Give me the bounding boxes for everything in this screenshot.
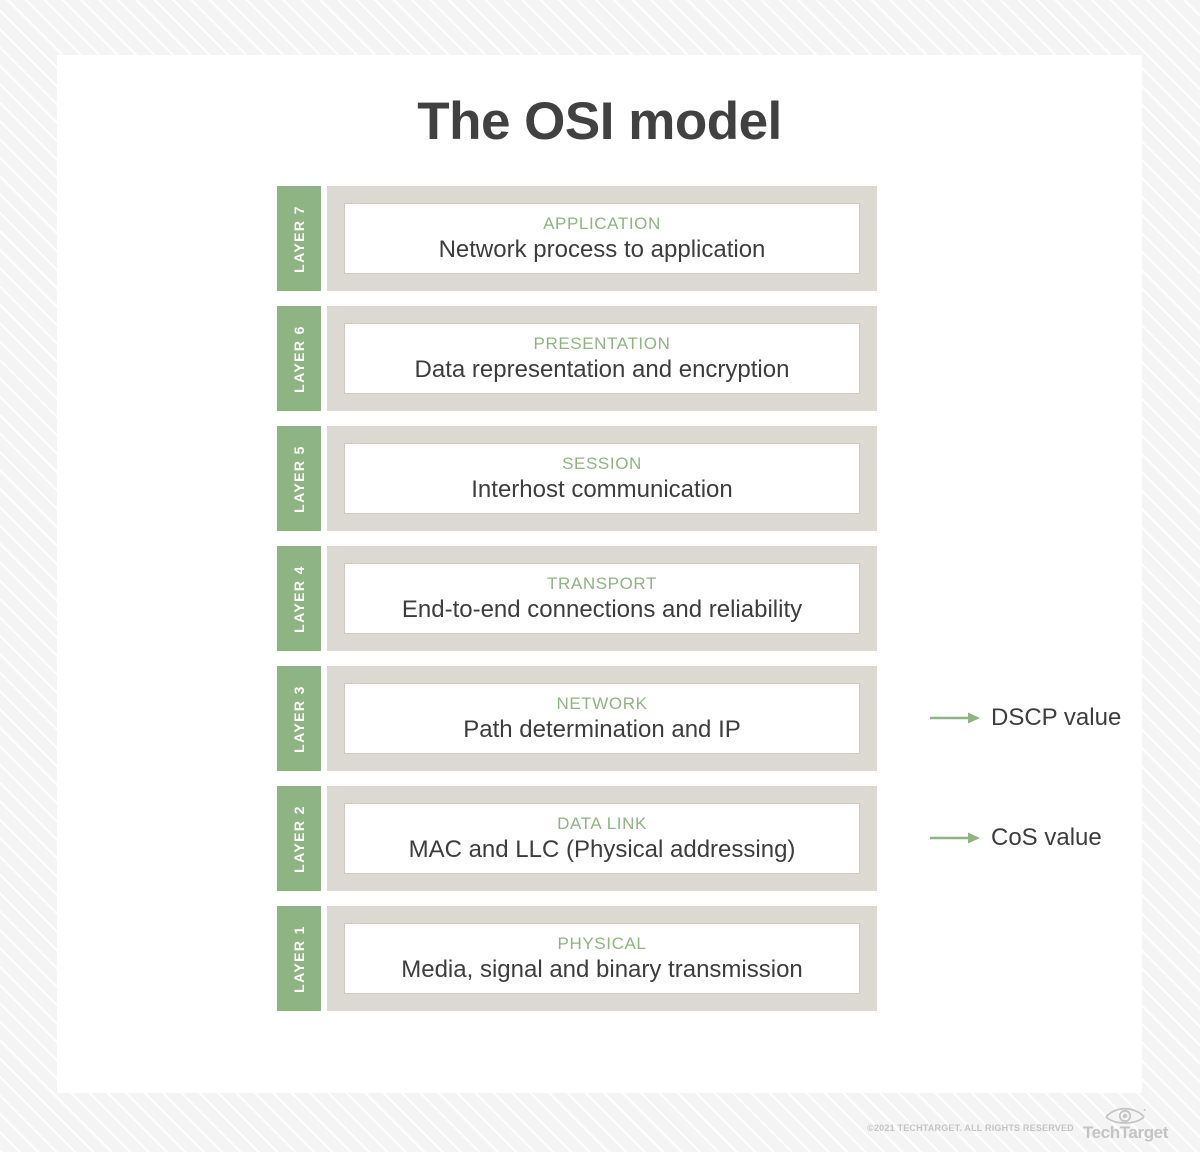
layer-name: TRANSPORT — [547, 573, 657, 593]
diagram-card: The OSI model LAYER 7 APPLICATION Networ… — [57, 55, 1142, 1093]
layer-band-4: TRANSPORT End-to-end connections and rel… — [327, 546, 877, 651]
layer-band-5: SESSION Interhost communication — [327, 426, 877, 531]
layer-band-6: PRESENTATION Data representation and enc… — [327, 306, 877, 411]
layer-description: Network process to application — [438, 235, 766, 263]
eye-icon — [1105, 1107, 1146, 1124]
osi-layer-stack: LAYER 7 APPLICATION Network process to a… — [277, 186, 1121, 1026]
annotation-dscp: DSCP value — [930, 704, 1122, 731]
layer-name: NETWORK — [556, 693, 648, 713]
arrow-right-icon — [930, 712, 980, 724]
layer-tab-label: LAYER 7 — [291, 204, 308, 273]
layer-tab-label: LAYER 3 — [291, 684, 308, 753]
layer-tab-label: LAYER 2 — [291, 804, 308, 873]
annotation-cos: CoS value — [930, 824, 1102, 851]
layer-box-2: DATA LINK MAC and LLC (Physical addressi… — [344, 803, 860, 874]
annotation-label: DSCP value — [991, 704, 1122, 731]
layer-box-6: PRESENTATION Data representation and enc… — [344, 323, 860, 394]
copyright-text: ©2021 TECHTARGET. ALL RIGHTS RESERVED — [867, 1123, 1074, 1133]
layer-band-1: PHYSICAL Media, signal and binary transm… — [327, 906, 877, 1011]
layer-tab-label: LAYER 5 — [291, 444, 308, 513]
annotation-label: CoS value — [991, 824, 1102, 851]
logo-wordmark: TechTarget — [1082, 1122, 1169, 1142]
arrow-right-icon — [930, 832, 980, 844]
layer-tab-7: LAYER 7 — [277, 186, 321, 291]
layer-band-2: DATA LINK MAC and LLC (Physical addressi… — [327, 786, 877, 891]
layer-row: LAYER 3 NETWORK Path determination and I… — [277, 666, 1121, 771]
layer-box-7: APPLICATION Network process to applicati… — [344, 203, 860, 274]
layer-description: Data representation and encryption — [414, 355, 790, 383]
layer-row: LAYER 1 PHYSICAL Media, signal and binar… — [277, 906, 877, 1011]
layer-box-5: SESSION Interhost communication — [344, 443, 860, 514]
footer: ©2021 TECHTARGET. ALL RIGHTS RESERVED Te… — [0, 1095, 1200, 1152]
layer-row: LAYER 2 DATA LINK MAC and LLC (Physical … — [277, 786, 1102, 891]
layer-description: End-to-end connections and reliability — [401, 595, 803, 623]
layer-name: PRESENTATION — [533, 333, 671, 353]
layer-band-3: NETWORK Path determination and IP — [327, 666, 877, 771]
layer-name: DATA LINK — [557, 813, 647, 833]
layer-row: LAYER 4 TRANSPORT End-to-end connections… — [277, 546, 877, 651]
layer-name: APPLICATION — [543, 213, 661, 233]
layer-row: LAYER 6 PRESENTATION Data representation… — [277, 306, 877, 411]
layer-description: Media, signal and binary transmission — [401, 955, 803, 983]
layer-name: PHYSICAL — [557, 933, 647, 953]
layer-tab-1: LAYER 1 — [277, 906, 321, 1011]
layer-tab-6: LAYER 6 — [277, 306, 321, 411]
layer-tab-3: LAYER 3 — [277, 666, 321, 771]
techtarget-logo: TechTarget — [1083, 1105, 1168, 1143]
layer-row: LAYER 5 SESSION Interhost communication — [277, 426, 877, 531]
layer-tab-label: LAYER 4 — [291, 564, 308, 633]
layer-tab-5: LAYER 5 — [277, 426, 321, 531]
layer-name: SESSION — [562, 453, 642, 473]
layer-box-4: TRANSPORT End-to-end connections and rel… — [344, 563, 860, 634]
layer-row: LAYER 7 APPLICATION Network process to a… — [277, 186, 877, 291]
layer-tab-2: LAYER 2 — [277, 786, 321, 891]
layer-tab-label: LAYER 6 — [291, 324, 308, 393]
layer-box-3: NETWORK Path determination and IP — [344, 683, 860, 754]
layer-tab-4: LAYER 4 — [277, 546, 321, 651]
layer-box-1: PHYSICAL Media, signal and binary transm… — [344, 923, 860, 994]
layer-description: Path determination and IP — [463, 715, 741, 743]
layer-tab-label: LAYER 1 — [291, 924, 308, 993]
layer-band-7: APPLICATION Network process to applicati… — [327, 186, 877, 291]
layer-description: Interhost communication — [471, 475, 733, 503]
page-title: The OSI model — [417, 92, 782, 151]
layer-description: MAC and LLC (Physical addressing) — [408, 835, 796, 863]
